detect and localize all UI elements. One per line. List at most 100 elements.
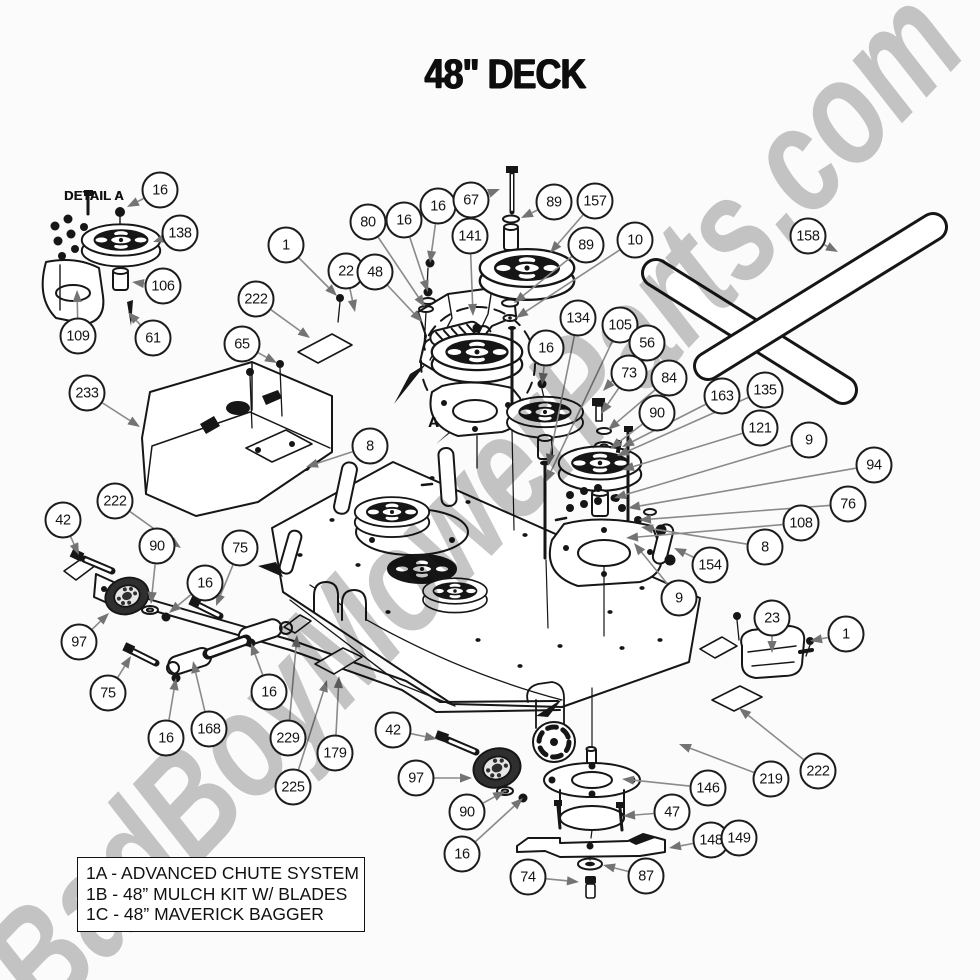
callout-90: 90 xyxy=(448,793,486,831)
left-caster-group xyxy=(69,548,293,683)
leader-line-10 xyxy=(525,249,620,313)
leader-arrowhead-42 xyxy=(424,732,437,742)
leader-arrowhead-42 xyxy=(69,542,79,555)
leader-arrowhead-74 xyxy=(566,876,579,886)
leader-arrowhead-233 xyxy=(127,416,140,427)
leader-arrowhead-80 xyxy=(414,294,425,307)
leader-arrowhead-168 xyxy=(191,661,201,674)
bottom-spindle-blade xyxy=(516,687,666,899)
callout-233: 233 xyxy=(68,374,106,412)
legend-item-1b: 1B - 48” MULCH KIT W/ BLADES xyxy=(86,883,348,904)
deck-idler-pulleys xyxy=(353,496,488,614)
leader-arrowhead-16 xyxy=(127,197,140,207)
leader-line-9 xyxy=(625,444,792,496)
leader-arrowhead-67 xyxy=(487,189,500,198)
callout-9: 9 xyxy=(660,579,698,617)
leader-line-154 xyxy=(684,552,694,558)
leader-arrowhead-148 xyxy=(669,841,682,851)
callout-135: 135 xyxy=(746,371,784,409)
callout-222: 222 xyxy=(237,280,275,318)
leader-arrowhead-16 xyxy=(511,798,523,810)
leader-arrowhead-225 xyxy=(319,680,328,693)
leader-line-42 xyxy=(69,536,75,545)
leader-line-157 xyxy=(557,214,584,245)
leader-line-87 xyxy=(614,867,629,873)
callout-163: 163 xyxy=(703,377,741,415)
leader-line-16 xyxy=(254,654,264,675)
leader-line-75 xyxy=(117,665,126,678)
leader-line-105 xyxy=(550,341,613,472)
leader-arrowhead-157 xyxy=(550,240,562,253)
leader-line-16 xyxy=(430,224,437,252)
callout-222: 222 xyxy=(799,752,837,790)
leader-arrowhead-8 xyxy=(306,458,319,468)
callout-74: 74 xyxy=(509,858,547,896)
leader-line-233 xyxy=(102,402,131,422)
callout-9: 9 xyxy=(790,421,828,459)
leader-line-16 xyxy=(137,197,144,203)
section-a-label: A xyxy=(428,414,439,431)
leader-arrowhead-87 xyxy=(603,863,616,873)
leader-arrowhead-97 xyxy=(97,613,109,625)
leader-arrowhead-135 xyxy=(617,446,630,456)
callout-61: 61 xyxy=(134,319,172,357)
detail-a-label: DETAIL A xyxy=(64,188,124,203)
callout-146: 146 xyxy=(689,769,727,807)
callout-149: 149 xyxy=(720,819,758,857)
leader-arrowhead-163 xyxy=(622,437,635,447)
callout-65: 65 xyxy=(223,325,261,363)
leader-line-89 xyxy=(522,255,573,297)
callout-75: 75 xyxy=(89,674,127,712)
leader-arrowhead-56 xyxy=(603,379,615,391)
rear-bumper xyxy=(733,612,814,679)
leader-arrowhead-90 xyxy=(147,591,157,604)
leader-arrowhead-179 xyxy=(333,676,343,689)
leader-line-47 xyxy=(634,812,654,816)
callout-168: 168 xyxy=(190,710,228,748)
pulley-134-stack xyxy=(506,379,584,629)
leader-arrowhead-134 xyxy=(545,453,555,466)
callout-90: 90 xyxy=(138,527,176,565)
leader-arrowhead-16 xyxy=(250,643,260,656)
leader-arrowhead-105 xyxy=(546,469,556,482)
leader-line-42 xyxy=(410,732,426,738)
callout-16: 16 xyxy=(250,673,288,711)
leader-arrowhead-141 xyxy=(468,303,478,316)
callout-56: 56 xyxy=(628,324,666,362)
leader-arrowhead-75 xyxy=(216,593,225,606)
leader-arrowhead-94 xyxy=(628,501,641,511)
callout-87: 87 xyxy=(627,857,665,895)
leader-line-16 xyxy=(177,594,192,606)
callout-154: 154 xyxy=(691,546,729,584)
leader-arrowhead-16 xyxy=(169,678,179,691)
leader-arrowhead-65 xyxy=(264,353,277,363)
callout-121: 121 xyxy=(741,409,779,447)
leader-line-16 xyxy=(409,237,425,281)
discharge-chute xyxy=(141,360,333,517)
leader-line-134 xyxy=(549,335,576,455)
callout-94: 94 xyxy=(855,446,893,484)
leader-arrowhead-146 xyxy=(622,775,635,785)
leader-line-141 xyxy=(469,254,474,305)
leader-arrowhead-154 xyxy=(674,548,687,558)
callout-225: 225 xyxy=(274,768,312,806)
callout-48: 48 xyxy=(356,253,394,291)
callout-141: 141 xyxy=(451,217,489,255)
callout-16: 16 xyxy=(385,201,423,239)
callout-109: 109 xyxy=(59,317,97,355)
leader-line-168 xyxy=(194,672,206,712)
leader-arrowhead-97 xyxy=(460,773,472,783)
leader-arrowhead-108 xyxy=(626,532,639,542)
leader-line-158 xyxy=(823,243,828,248)
callout-10: 10 xyxy=(616,221,654,259)
callout-179: 179 xyxy=(316,734,354,772)
leader-line-94 xyxy=(639,467,856,507)
callout-16: 16 xyxy=(419,187,457,225)
leader-arrowhead-84 xyxy=(608,418,621,430)
callout-8: 8 xyxy=(746,528,784,566)
leader-line-90 xyxy=(619,423,643,443)
leader-arrowhead-222 xyxy=(297,327,310,338)
top-spindle-stack xyxy=(478,166,576,531)
leader-line-148 xyxy=(680,842,693,847)
